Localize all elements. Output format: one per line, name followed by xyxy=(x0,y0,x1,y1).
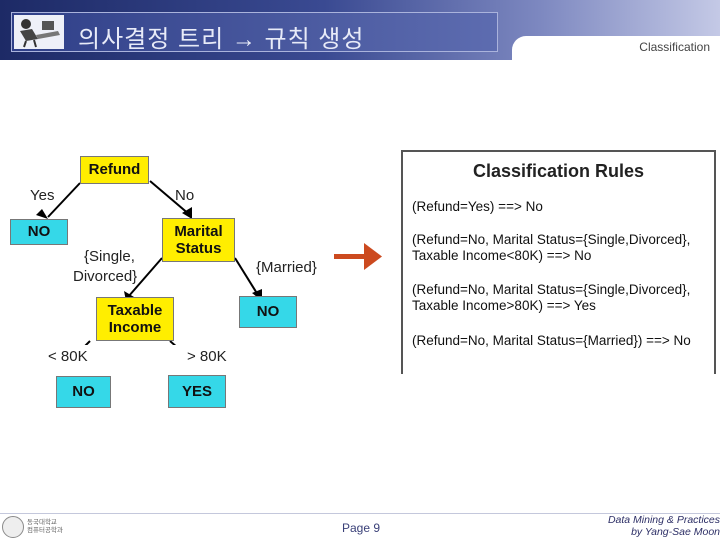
edge-taxable-gt-line xyxy=(169,340,177,345)
edge-taxable-lt-line xyxy=(84,340,91,345)
rule-3-line2: Taxable Income>80K) ==> Yes xyxy=(412,298,596,313)
university-seal-icon xyxy=(2,516,24,538)
edge-refund-no-line xyxy=(149,180,191,216)
logo-text-line1: 동국대학교 xyxy=(27,519,57,526)
conversion-arrow-icon xyxy=(334,243,382,270)
rule-3-line1: (Refund=No, Marital Status={Single,Divor… xyxy=(412,282,691,297)
title-box: 의사결정 트리 → 규칙 생성 xyxy=(11,12,498,53)
logo-text: 동국대학교 컴퓨터공학과 xyxy=(27,519,63,535)
arrowhead-yes xyxy=(36,209,48,219)
edge-label-single-line2: Divorced} xyxy=(73,268,138,285)
footer-divider xyxy=(0,513,720,514)
rules-title: Classification Rules xyxy=(472,161,645,181)
rule-4: (Refund=No, Marital Status={Married}) ==… xyxy=(412,333,691,348)
node-marital-line1: Marital xyxy=(174,223,223,240)
logo-text-line2: 컴퓨터공학과 xyxy=(27,527,63,534)
node-taxable-income: Taxable Income xyxy=(96,297,174,341)
leaf-no-refund-yes: NO xyxy=(10,219,68,245)
node-taxable-line1: Taxable xyxy=(107,302,163,319)
leaf-no-married: NO xyxy=(239,296,297,328)
edge-marital-married-line xyxy=(234,257,259,296)
node-marital-status: Marital Status xyxy=(162,218,235,262)
edge-label-married: {Married} xyxy=(256,259,317,276)
credit-line1: Data Mining & Practices xyxy=(607,514,720,526)
leaf-no-lt80k: NO xyxy=(56,376,111,408)
rule-2-line2: Taxable Income<80K) ==> No xyxy=(412,248,592,263)
edge-label-no: No xyxy=(175,187,195,204)
person-at-desk-icon xyxy=(14,15,64,49)
page-number: Page 9 xyxy=(342,521,381,535)
leaf-yes-gt80k: YES xyxy=(168,375,226,408)
rule-1: (Refund=Yes) ==> No xyxy=(412,199,543,214)
node-taxable-line2: Income xyxy=(108,319,162,336)
edge-label-gt80k: > 80K xyxy=(187,348,227,365)
classification-rules-panel: Classification Rules (Refund=Yes) ==> No… xyxy=(401,150,716,374)
edge-marital-single-line xyxy=(127,257,163,298)
university-logo: 동국대학교 컴퓨터공학과 xyxy=(2,515,72,539)
course-credit: Data Mining & Practices by Yang-Sae Moon xyxy=(608,514,720,538)
node-refund: Refund xyxy=(80,156,149,184)
node-marital-line2: Status xyxy=(175,240,222,257)
credit-line2: by Yang-Sae Moon xyxy=(631,526,720,538)
arrowhead-no xyxy=(182,207,192,219)
section-label: Classification xyxy=(639,40,710,54)
rule-2-line1: (Refund=No, Marital Status={Single,Divor… xyxy=(412,232,691,247)
edge-label-single-line1: {Single, xyxy=(84,248,135,265)
section-tab xyxy=(512,36,720,60)
slide-title: 의사결정 트리 → 규칙 생성 xyxy=(78,26,365,53)
edge-refund-yes-line xyxy=(47,182,81,218)
edge-label-lt80k: < 80K xyxy=(48,348,88,365)
edge-label-yes: Yes xyxy=(30,187,55,204)
